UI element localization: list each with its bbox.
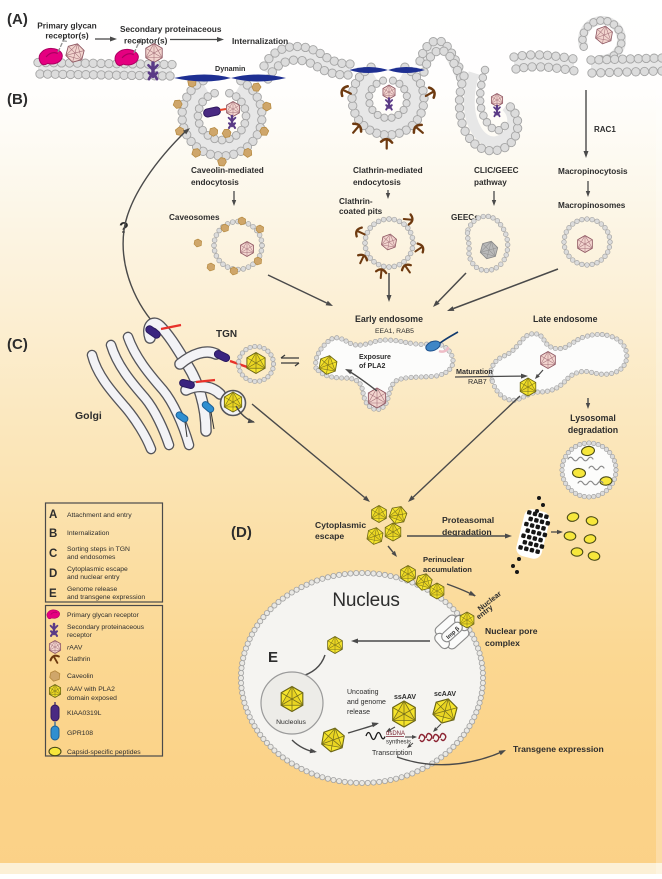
svg-text:Capsid-specific peptides: Capsid-specific peptides [67, 749, 141, 756]
svg-text:B: B [49, 528, 57, 540]
svg-text:Internalization: Internalization [67, 530, 110, 537]
svg-text:complex: complex [485, 638, 520, 648]
svg-text:E: E [49, 588, 57, 600]
svg-text:domain exposed: domain exposed [67, 695, 117, 702]
svg-text:Secondary proteinaceous: Secondary proteinaceous [120, 24, 222, 34]
svg-text:Clathrin: Clathrin [67, 656, 91, 663]
svg-text:(B): (B) [7, 91, 28, 108]
svg-text:GPR108: GPR108 [67, 730, 93, 737]
svg-text:endocytosis: endocytosis [353, 178, 401, 187]
svg-text:and transgene expression: and transgene expression [67, 594, 145, 601]
svg-text:release: release [347, 709, 370, 716]
svg-text:Cytoplasmic escape: Cytoplasmic escape [67, 566, 128, 573]
svg-text:Macropinosomes: Macropinosomes [558, 201, 626, 210]
svg-text:Primary glycan: Primary glycan [37, 21, 97, 31]
svg-text:Nucleolus: Nucleolus [276, 719, 306, 726]
svg-text:rAAV: rAAV [67, 645, 83, 652]
svg-text:C: C [49, 548, 57, 560]
svg-text:and genome: and genome [347, 699, 386, 706]
svg-text:(A): (A) [7, 11, 28, 28]
svg-text:receptor(s): receptor(s) [124, 36, 168, 46]
svg-text:Maturation: Maturation [456, 367, 493, 376]
svg-text:rAAV with PLA2: rAAV with PLA2 [67, 686, 115, 693]
svg-text:Nucleus: Nucleus [332, 590, 399, 611]
svg-text:(D): (D) [231, 524, 252, 541]
svg-text:Dynamin: Dynamin [215, 64, 245, 73]
svg-text:Golgi: Golgi [75, 410, 102, 422]
svg-text:Caveolin-mediated: Caveolin-mediated [191, 166, 264, 175]
svg-text:RAB7: RAB7 [468, 377, 487, 386]
svg-text:scAAV: scAAV [434, 691, 456, 698]
svg-text:Attachment and entry: Attachment and entry [67, 512, 132, 519]
svg-text:Macropinocytosis: Macropinocytosis [558, 167, 628, 176]
svg-text:TGN: TGN [216, 329, 237, 340]
svg-text:ssAAV: ssAAV [394, 694, 416, 701]
svg-text:(C): (C) [7, 336, 28, 353]
svg-text:Transcription: Transcription [372, 750, 412, 757]
svg-text:Exposure: Exposure [359, 354, 391, 361]
svg-text:escape: escape [315, 531, 344, 541]
svg-text:Late endosome: Late endosome [533, 314, 598, 324]
svg-text:Clathrin-: Clathrin- [339, 197, 373, 206]
svg-text:Genome release: Genome release [67, 586, 117, 593]
svg-text:synthesis: synthesis [386, 740, 411, 746]
svg-text:EEA1, RAB5: EEA1, RAB5 [375, 328, 414, 335]
svg-text:and nuclear entry: and nuclear entry [67, 574, 120, 581]
svg-text:Cytoplasmic: Cytoplasmic [315, 520, 366, 530]
svg-text:accumulation: accumulation [423, 565, 472, 574]
svg-text:Caveolin: Caveolin [67, 673, 94, 680]
svg-text:CLIC/GEEC: CLIC/GEEC [474, 166, 519, 175]
svg-text:Primary glycan receptor: Primary glycan receptor [67, 612, 140, 619]
svg-text:Uncoating: Uncoating [347, 689, 379, 696]
svg-text:pathway: pathway [474, 178, 507, 187]
svg-text:RAC1: RAC1 [594, 125, 616, 134]
svg-text:Perinuclear: Perinuclear [423, 555, 464, 564]
svg-text:Early endosome: Early endosome [355, 314, 423, 324]
svg-text:of PLA2: of PLA2 [359, 363, 386, 370]
svg-text:receptor: receptor [67, 632, 93, 639]
svg-text:A: A [49, 509, 57, 521]
svg-text:degradation: degradation [442, 527, 492, 537]
svg-text:Lysosomal: Lysosomal [570, 413, 616, 423]
svg-text:dsDNA: dsDNA [386, 731, 405, 737]
svg-text:E: E [268, 649, 278, 666]
svg-text:degradation: degradation [568, 425, 618, 435]
svg-text:Internalization: Internalization [232, 36, 288, 46]
svg-text:endocytosis: endocytosis [191, 178, 239, 187]
svg-text:KIAA0319L: KIAA0319L [67, 710, 102, 717]
svg-text:Clathrin-mediated: Clathrin-mediated [353, 166, 423, 175]
svg-text:Secondary proteinaceous: Secondary proteinaceous [67, 624, 145, 631]
svg-text:coated pits: coated pits [339, 207, 383, 216]
svg-text:Sorting steps in TGN: Sorting steps in TGN [67, 546, 130, 553]
svg-text:Transgene expression: Transgene expression [513, 744, 604, 754]
svg-text:D: D [49, 568, 57, 580]
svg-text:Proteasomal: Proteasomal [442, 515, 494, 525]
svg-text:GEECs: GEECs [451, 213, 479, 222]
svg-text:and endosomes: and endosomes [67, 554, 116, 561]
svg-text:receptor(s): receptor(s) [45, 31, 89, 41]
svg-text:Nuclear pore: Nuclear pore [485, 626, 538, 636]
svg-text:Caveosomes: Caveosomes [169, 213, 220, 222]
